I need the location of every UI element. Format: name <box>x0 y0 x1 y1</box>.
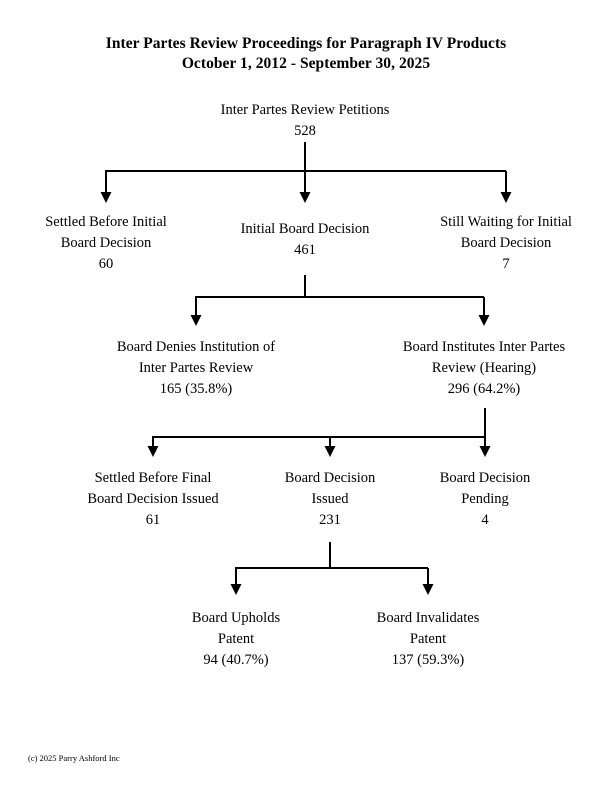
node-initial-board-decision-label-1: Initial Board Decision <box>240 221 370 237</box>
node-petitions-label-1: Inter Partes Review Petitions <box>220 102 390 118</box>
node-board-denies-institution[interactable]: Board Denies Institution of Inter Partes… <box>86 337 306 400</box>
node-board-decision-issued-value: 231 <box>319 512 341 528</box>
node-board-upholds-patent-label-1: Board Upholds <box>191 610 281 626</box>
node-board-institutes-review-value: 296 (64.2%) <box>447 381 521 397</box>
node-board-institutes-review-label-1: Board Institutes Inter Partes <box>402 339 566 355</box>
title-line-1: Inter Partes Review Proceedings for Para… <box>105 35 507 52</box>
node-board-invalidates-patent[interactable]: Board Invalidates Patent 137 (59.3%) <box>348 608 508 671</box>
arrowhead-settled-final <box>147 446 159 457</box>
node-board-institutes-review[interactable]: Board Institutes Inter Partes Review (He… <box>374 337 594 400</box>
node-settled-before-final-label-2: Board Decision Issued <box>87 491 219 507</box>
page-title: Inter Partes Review Proceedings for Para… <box>0 34 612 74</box>
node-board-upholds-patent-label-2: Patent <box>217 631 255 647</box>
node-still-waiting-initial-label-2: Board Decision <box>460 235 552 251</box>
node-board-decision-issued-label-1: Board Decision <box>284 470 376 486</box>
title-line-2: October 1, 2012 - September 30, 2025 <box>181 55 431 72</box>
arrowhead-settled-initial <box>100 192 112 203</box>
node-board-decision-pending-label-2: Pending <box>461 491 509 507</box>
node-board-upholds-patent-value: 94 (40.7%) <box>203 652 269 668</box>
arrowhead-still-waiting <box>500 192 512 203</box>
node-settled-before-initial-label-2: Board Decision <box>60 235 152 251</box>
node-board-invalidates-patent-label-1: Board Invalidates <box>376 610 480 626</box>
node-still-waiting-initial-label-1: Still Waiting for Initial <box>440 214 572 230</box>
node-board-denies-institution-label-1: Board Denies Institution of <box>116 339 276 355</box>
node-board-invalidates-patent-value: 137 (59.3%) <box>391 652 465 668</box>
node-board-decision-pending[interactable]: Board Decision Pending 4 <box>410 468 560 531</box>
node-board-decision-pending-value: 4 <box>481 512 489 528</box>
node-initial-board-decision-value: 461 <box>294 242 316 258</box>
node-board-decision-issued[interactable]: Board Decision Issued 231 <box>255 468 405 531</box>
copyright-footer: (c) 2025 Parry Ashford Inc <box>28 753 120 763</box>
node-settled-before-final-label-1: Settled Before Final <box>94 470 212 486</box>
arrowhead-initial-decision <box>299 192 311 203</box>
arrowhead-decision-issued <box>324 446 336 457</box>
node-settled-before-final[interactable]: Settled Before Final Board Decision Issu… <box>58 468 248 531</box>
node-board-denies-institution-value: 165 (35.8%) <box>159 381 233 397</box>
node-board-upholds-patent[interactable]: Board Upholds Patent 94 (40.7%) <box>156 608 316 671</box>
node-board-invalidates-patent-label-2: Patent <box>409 631 447 647</box>
arrowhead-board-denies <box>190 315 202 326</box>
node-board-decision-issued-label-2: Issued <box>311 491 349 507</box>
node-settled-before-initial-label-1: Settled Before Initial <box>45 214 167 230</box>
node-initial-board-decision[interactable]: Initial Board Decision 461 <box>215 219 395 261</box>
node-still-waiting-initial[interactable]: Still Waiting for Initial Board Decision… <box>416 212 596 275</box>
arrowhead-decision-pending <box>479 446 491 457</box>
node-settled-before-initial[interactable]: Settled Before Initial Board Decision 60 <box>16 212 196 275</box>
node-settled-before-initial-value: 60 <box>98 256 114 272</box>
node-board-denies-institution-label-2: Inter Partes Review <box>138 360 254 376</box>
node-settled-before-final-value: 61 <box>145 512 161 528</box>
arrowhead-invalidates <box>422 584 434 595</box>
node-board-decision-pending-label-1: Board Decision <box>439 470 531 486</box>
node-petitions[interactable]: Inter Partes Review Petitions 528 <box>155 100 455 142</box>
node-board-institutes-review-label-2: Review (Hearing) <box>431 360 537 376</box>
node-petitions-value: 528 <box>294 123 316 139</box>
node-still-waiting-initial-value: 7 <box>502 256 510 272</box>
arrowhead-upholds <box>230 584 242 595</box>
arrowhead-board-institutes <box>478 315 490 326</box>
